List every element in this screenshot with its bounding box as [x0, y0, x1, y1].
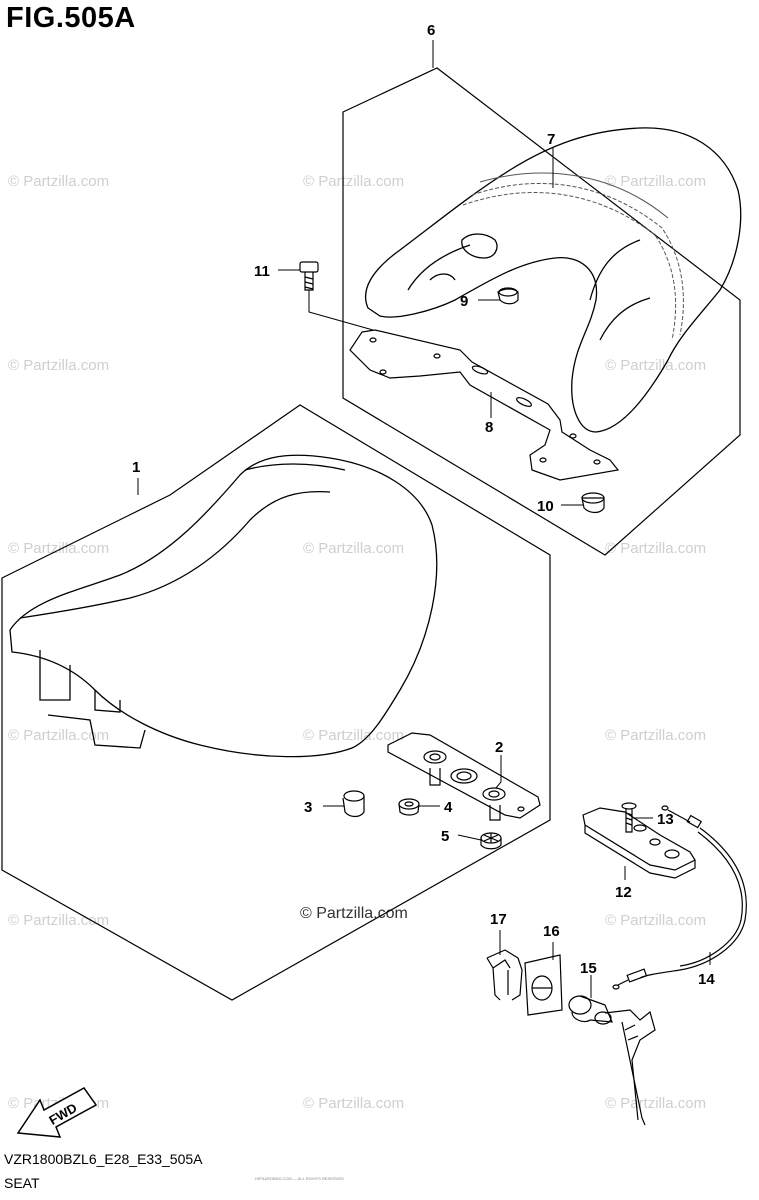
watermark: © Partzilla.com [605, 912, 706, 929]
nut-9 [497, 287, 519, 305]
leader-lines [137, 40, 711, 998]
callout-1: 1 [132, 459, 140, 476]
rear-seat [364, 127, 742, 433]
fwd-arrow: FWD [16, 1087, 98, 1138]
watermark: © Partzilla.com [605, 173, 706, 190]
callout-numbers: 1 2 3 4 5 6 7 8 9 10 11 12 13 14 15 16 1… [132, 22, 715, 988]
watermark: © Partzilla.com [605, 357, 706, 374]
callout-7: 7 [547, 131, 555, 148]
watermark: © Partzilla.com [8, 540, 109, 557]
callout-5: 5 [441, 828, 449, 845]
callout-14: 14 [698, 971, 715, 988]
figure-title: FIG.505A [6, 2, 136, 34]
mounting-plate [387, 732, 541, 821]
rear-seat-group-frame [342, 67, 741, 556]
callout-12: 12 [615, 884, 632, 901]
watermark: © Partzilla.com [8, 173, 109, 190]
watermark: © Partzilla.com [605, 540, 706, 557]
callout-3: 3 [304, 799, 312, 816]
fine-print: HIPS&ROBNS.COM — ALL RIGHTS RESERVED [255, 1176, 344, 1181]
rear-seat-bracket [349, 329, 620, 481]
watermark: © Partzilla.com [605, 727, 706, 744]
callout-17: 17 [490, 911, 507, 928]
watermark: © Partzilla.com [8, 727, 109, 744]
callout-10: 10 [537, 498, 554, 515]
front-seat [9, 454, 438, 758]
nut-4 [398, 798, 420, 816]
callout-6: 6 [427, 22, 435, 39]
watermark: © Partzilla.com [605, 1095, 706, 1112]
lock-plate [524, 954, 563, 1016]
lock-clip [486, 949, 523, 1001]
watermark-group: © Partzilla.com © Partzilla.com © Partzi… [8, 173, 706, 1112]
lock-bracket [582, 807, 696, 879]
watermark: © Partzilla.com [303, 540, 404, 557]
watermark: © Partzilla.com [8, 912, 109, 929]
nut-10 [581, 492, 605, 514]
lock-cable [612, 805, 747, 990]
callout-2: 2 [495, 739, 503, 756]
section-name: SEAT [4, 1175, 40, 1191]
front-seat-group-frame [1, 404, 551, 1001]
watermark: © Partzilla.com [8, 357, 109, 374]
watermark: © Partzilla.com [303, 1095, 404, 1112]
callout-11: 11 [254, 263, 270, 280]
model-code: VZR1800BZL6_E28_E33_505A [4, 1151, 203, 1167]
watermark: © Partzilla.com [303, 173, 404, 190]
bolt-11 [299, 261, 319, 291]
center-watermark: © Partzilla.com [300, 905, 408, 922]
callout-4: 4 [444, 799, 453, 816]
grommet-5 [480, 832, 502, 850]
callout-15: 15 [580, 960, 597, 977]
callout-16: 16 [543, 923, 560, 940]
callout-9: 9 [460, 293, 468, 310]
lock-cylinder [568, 995, 656, 1126]
callout-13: 13 [657, 811, 674, 828]
callout-8: 8 [485, 419, 493, 436]
watermark: © Partzilla.com [303, 727, 404, 744]
cushion-3 [342, 790, 365, 818]
